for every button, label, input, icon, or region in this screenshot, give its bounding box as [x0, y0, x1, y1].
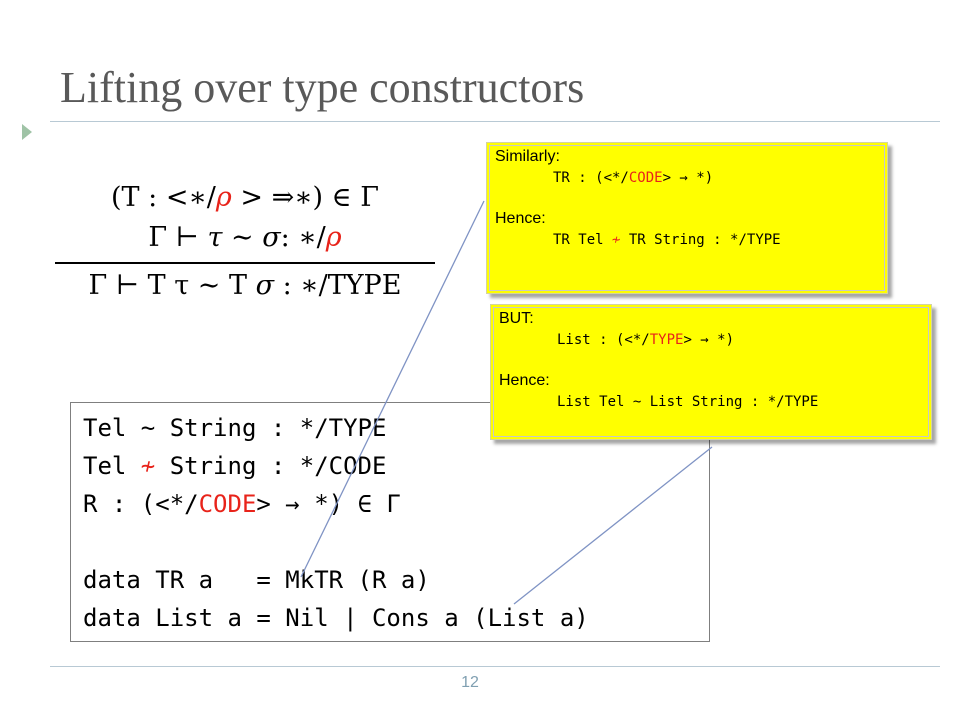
callout-hence: Hence:	[495, 210, 546, 227]
footer-divider	[50, 666, 940, 667]
code-box: Tel ~ String : */TYPE Tel ≁ String : */C…	[70, 402, 710, 642]
slide-title: Lifting over type constructors	[60, 63, 585, 112]
rule-divider	[55, 262, 435, 264]
code-line: Tel ≁ String : */CODE	[83, 452, 387, 480]
leader-line-similarly	[300, 200, 485, 578]
code-line: data TR a = MkTR (R a)	[83, 566, 430, 594]
callout-heading: Similarly:	[495, 148, 560, 165]
rule-premise-1: (T : <∗/ρ > ⇒∗) ∈ Γ	[111, 182, 379, 213]
inference-rule: (T : <∗/ρ > ⇒∗) ∈ Γ Γ ⊢ τ ∼ σ: ∗/ρ Γ ⊢ T…	[55, 178, 435, 306]
code-line: data List a = Nil | Cons a (List a)	[83, 604, 589, 632]
accent-triangle-icon	[22, 124, 32, 140]
callout-code: TR Tel ≁ TR String : */TYPE	[553, 232, 781, 248]
code-line: R : (<*/CODE> → *) ∈ Γ	[83, 490, 401, 518]
leader-line-but	[513, 446, 713, 605]
code-line: Tel ~ String : */TYPE	[83, 414, 387, 442]
callout-but: BUT: List : (<*/TYPE> → *) Hence: List T…	[490, 304, 932, 440]
callout-code: List : (<*/TYPE> → *)	[557, 332, 735, 348]
callout-code: List Tel ~ List String : */TYPE	[557, 394, 819, 410]
rule-conclusion: Γ ⊢ T τ ∼ T σ : ∗/TYPE	[88, 270, 402, 301]
callout-heading: BUT:	[499, 310, 534, 327]
callout-code: TR : (<*/CODE> → *)	[553, 170, 714, 186]
title-divider	[50, 121, 940, 122]
callout-similarly: Similarly: TR : (<*/CODE> → *) Hence: TR…	[486, 142, 888, 294]
page-number: 12	[461, 674, 479, 691]
rule-premise-2: Γ ⊢ τ ∼ σ: ∗/ρ	[148, 222, 342, 253]
callout-hence: Hence:	[499, 372, 550, 389]
